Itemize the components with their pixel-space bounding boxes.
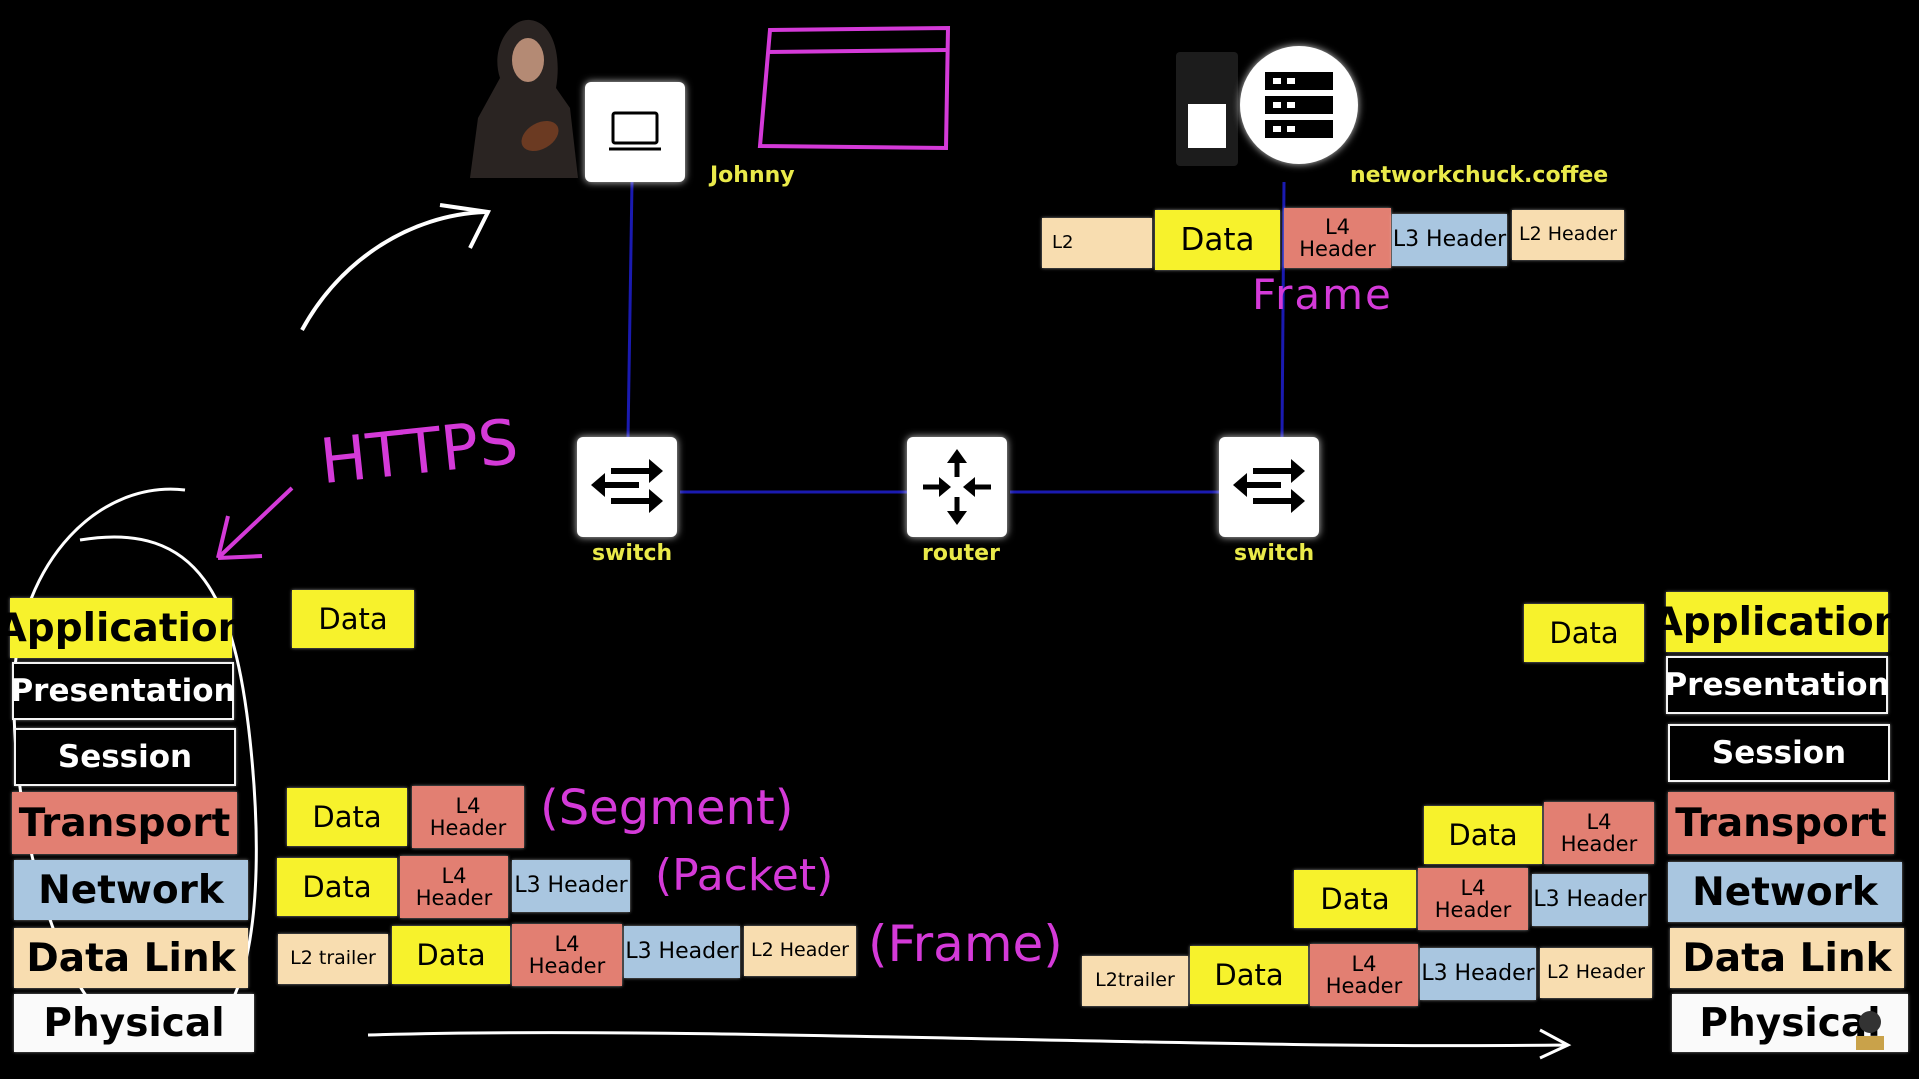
server-icon[interactable]: [1240, 46, 1358, 164]
osi-left-datalink[interactable]: Data Link: [14, 928, 248, 988]
osi-left-network[interactable]: Network: [14, 860, 248, 920]
osi-left-presentation[interactable]: Presentation: [10, 662, 236, 720]
top-data-block: Data: [1155, 210, 1280, 270]
osi-right-presentation[interactable]: Presentation: [1664, 656, 1890, 714]
frame-annotation-top: Frame: [1252, 270, 1393, 319]
server-label: networkchuck.coffee: [1350, 163, 1609, 188]
packet-annotation: (Packet): [655, 850, 834, 901]
right-seg-data: Data: [1424, 806, 1542, 864]
osi-right-datalink[interactable]: Data Link: [1670, 928, 1904, 988]
left-frame-data: Data: [392, 926, 510, 984]
osi-right-application[interactable]: Application: [1653, 592, 1901, 652]
frame-annotation-bottom: (Frame): [868, 915, 1063, 973]
osi-left-physical[interactable]: Physical: [14, 994, 254, 1052]
segment-annotation: (Segment): [540, 780, 794, 836]
right-pkt-data: Data: [1294, 870, 1416, 928]
coffee-bag-icon: [1176, 52, 1238, 166]
osi-left-transport[interactable]: Transport: [12, 792, 237, 854]
right-frame-data: Data: [1190, 946, 1308, 1004]
right-frame-l3: L3 Header: [1420, 948, 1536, 1000]
up-arrow-head: [439, 203, 492, 249]
left-frame-l3: L3 Header: [624, 926, 740, 978]
router-icon[interactable]: [907, 437, 1007, 537]
osi-right-transport[interactable]: Transport: [1668, 792, 1894, 854]
top-l3-header: L3 Header: [1392, 214, 1507, 266]
osi-left-application[interactable]: Application: [0, 598, 245, 658]
switch-right-icon[interactable]: [1219, 437, 1319, 537]
left-pkt-data: Data: [277, 858, 397, 916]
browser-window-sketch: [757, 25, 951, 151]
left-frame-l2header: L2 Header: [744, 926, 856, 976]
right-frame-l2trailer: L2trailer: [1082, 956, 1188, 1006]
top-l2-header: L2 Header: [1512, 210, 1624, 260]
johnny-label: Johnny: [710, 163, 795, 188]
laptop-icon[interactable]: [585, 82, 685, 182]
networkchuck-logo: [1852, 1008, 1888, 1052]
bottom-arrow: [367, 1028, 1572, 1060]
left-frame-l2trailer: L2 trailer: [278, 934, 388, 984]
left-seg-data: Data: [287, 788, 407, 846]
left-pkt-l3: L3 Header: [512, 860, 630, 912]
top-l2-trailer: L2: [1042, 218, 1152, 268]
router-label: router: [922, 541, 1000, 566]
johnny-avatar: [470, 8, 580, 179]
https-arrow: [216, 486, 294, 560]
switch-right-label: switch: [1234, 541, 1315, 566]
osi-left-session[interactable]: Session: [14, 728, 236, 786]
osi-right-network[interactable]: Network: [1668, 862, 1902, 922]
switch-left-label: switch: [592, 541, 673, 566]
up-arrow-stroke: [300, 210, 486, 331]
right-frame-l2header: L2 Header: [1540, 948, 1652, 998]
right-app-data: Data: [1524, 604, 1644, 662]
osi-right-session[interactable]: Session: [1668, 724, 1890, 782]
right-pkt-l3: L3 Header: [1532, 874, 1648, 926]
switch-left-icon[interactable]: [577, 437, 677, 537]
left-app-data: Data: [292, 590, 414, 648]
